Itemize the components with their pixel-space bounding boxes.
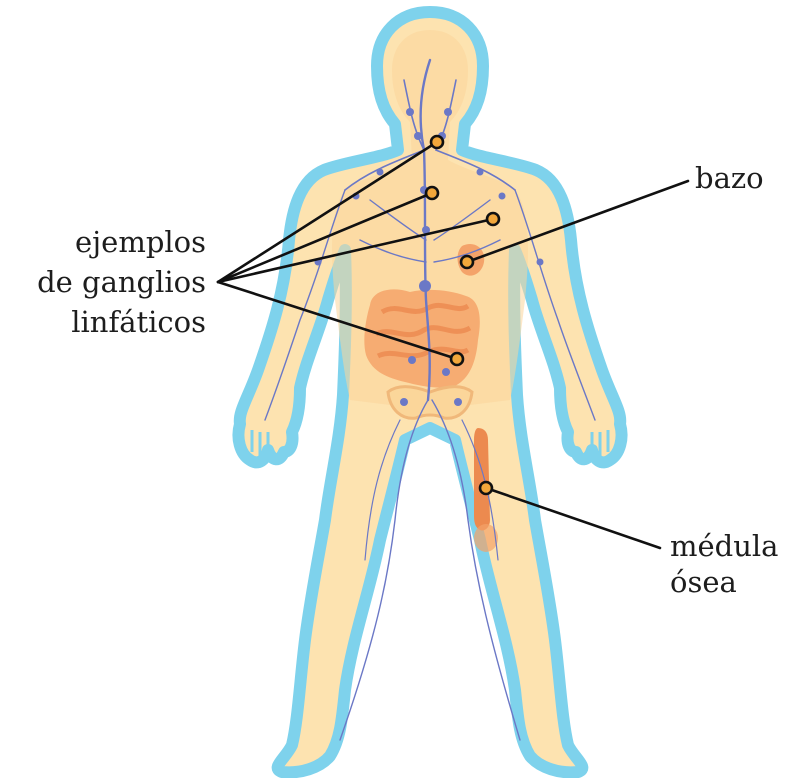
intestines [364, 289, 479, 387]
marker-lymph-node-armpit [487, 213, 499, 225]
spleen-label: bazo [695, 161, 764, 195]
marker-lymph-node-groin [451, 353, 463, 365]
lymph-nodes-label-line1: ejemplos [75, 225, 206, 259]
marker-lymph-node-neck [431, 136, 443, 148]
femur-marrow [474, 428, 490, 531]
marker-bone-marrow [480, 482, 492, 494]
lymph-nodes-label-line3: linfáticos [71, 305, 206, 339]
marker-spleen [461, 256, 473, 268]
bone-marrow-label-line2: ósea [670, 565, 737, 599]
marker-lymph-node-chest [426, 187, 438, 199]
lymph-nodes-label-line2: de ganglios [37, 265, 206, 299]
bone-marrow-label-line1: médula [670, 529, 778, 563]
